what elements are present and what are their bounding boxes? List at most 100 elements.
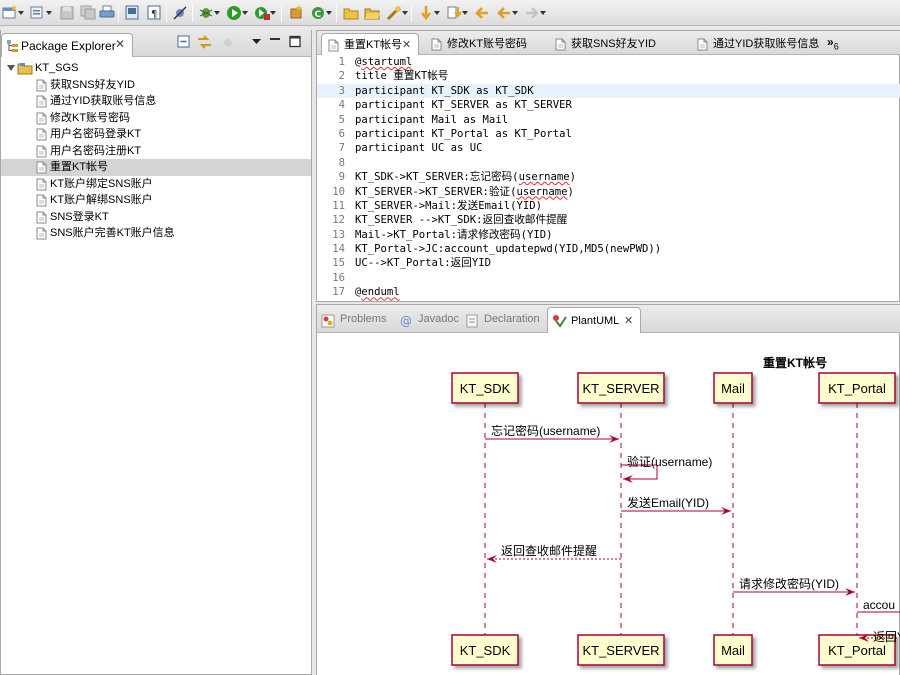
code-line[interactable]: 16 xyxy=(317,271,900,285)
run-icon[interactable] xyxy=(226,4,248,21)
line-number: 15 xyxy=(332,257,345,270)
forward-icon[interactable] xyxy=(524,4,546,21)
file-icon xyxy=(36,95,47,114)
file-icon xyxy=(36,211,47,230)
code-line[interactable]: 17@enduml xyxy=(317,285,900,299)
debug-icon[interactable] xyxy=(198,4,220,21)
more-tabs-button[interactable]: »6 xyxy=(827,35,839,51)
code-line[interactable]: 1@startuml xyxy=(317,55,900,69)
message: 返回Y xyxy=(859,630,900,644)
new-wizard-icon[interactable] xyxy=(30,4,52,21)
terminal-icon[interactable] xyxy=(124,4,140,21)
editor-tabbar: 通过YID获取账号信息获取SNS好友YID 修改KT账号密码重置KT帐号✕ »6 xyxy=(317,31,900,55)
file-label: 获取SNS好友YID xyxy=(50,78,135,91)
bottom-tab-plantuml[interactable]: PlantUML✕ xyxy=(547,307,641,333)
file-icon xyxy=(328,38,339,60)
tree-file-row[interactable]: 重置KT帐号 xyxy=(1,159,311,176)
project-label: KT_SGS xyxy=(35,62,79,74)
message-label: accou xyxy=(863,598,895,612)
self-message-line xyxy=(621,464,658,480)
save-icon[interactable] xyxy=(59,4,75,21)
collapse-all-icon[interactable] xyxy=(177,35,190,52)
external-tools-icon[interactable] xyxy=(254,4,276,21)
close-icon[interactable]: ✕ xyxy=(624,315,634,327)
new-icon[interactable] xyxy=(2,4,24,21)
close-icon[interactable]: ✕ xyxy=(115,37,126,51)
focus-icon[interactable] xyxy=(223,35,237,52)
prev-annotation-icon[interactable] xyxy=(446,4,468,21)
svg-text:¶: ¶ xyxy=(151,9,157,20)
back-icon[interactable] xyxy=(496,4,518,21)
code-line[interactable]: 8 xyxy=(317,156,900,170)
last-edit-icon[interactable] xyxy=(474,4,490,21)
line-number: 9 xyxy=(338,171,345,184)
line-number: 13 xyxy=(332,228,345,241)
code-text: KT_SERVER->KT_SERVER:验证(username) xyxy=(355,185,574,198)
link-with-editor-icon[interactable] xyxy=(197,35,212,52)
maximize-icon[interactable] xyxy=(289,35,301,52)
tree-file-row[interactable]: 获取SNS好友YID xyxy=(1,77,311,94)
expand-arrow-icon[interactable] xyxy=(7,65,15,71)
editor-tab[interactable]: 重置KT帐号✕ xyxy=(321,33,419,55)
new-package-icon[interactable] xyxy=(288,4,304,21)
tree-file-row[interactable]: KT账户解绑SNS账户 xyxy=(1,192,311,209)
bottom-tab-label: Declaration xyxy=(484,313,540,325)
code-text: @startuml xyxy=(355,56,413,68)
editor-tab[interactable]: 获取SNS好友YID xyxy=(549,33,683,55)
more-tabs-count: 6 xyxy=(833,41,839,52)
message-label: 请求修改密码(YID) xyxy=(739,576,839,591)
tab-package-explorer[interactable]: Package Explorer ✕ xyxy=(1,33,133,57)
participant-rect xyxy=(818,634,896,666)
line-number: 4 xyxy=(338,99,345,112)
arrowhead xyxy=(487,555,497,563)
participant-box: Mail xyxy=(713,372,753,404)
editor-tab[interactable]: 通过YID获取账号信息 xyxy=(691,33,819,55)
main-toolbar: ¶ C xyxy=(0,0,900,26)
tree-project-row[interactable]: KT_SGS xyxy=(1,60,311,77)
participant-label: KT_Portal xyxy=(828,381,886,396)
skip-breakpoints-icon[interactable] xyxy=(172,4,188,21)
save-all-icon[interactable] xyxy=(80,4,96,21)
minimize-icon[interactable] xyxy=(269,35,281,52)
line-number: 6 xyxy=(338,127,345,140)
print-icon[interactable] xyxy=(99,4,115,21)
tree-file-row[interactable]: SNS账户完善KT账户信息 xyxy=(1,225,311,242)
tree-file-row[interactable]: KT账户绑定SNS账户 xyxy=(1,176,311,193)
tree-file-row[interactable]: SNS登录KT xyxy=(1,209,311,226)
tree-file-row[interactable]: 通过YID获取账号信息 xyxy=(1,93,311,110)
open-type-icon[interactable] xyxy=(343,4,359,21)
show-whitespace-icon[interactable]: ¶ xyxy=(146,4,162,21)
view-menu-icon[interactable] xyxy=(251,35,262,52)
message-label: 验证(username) xyxy=(627,454,712,469)
editor-tab[interactable]: 修改KT账号密码 xyxy=(425,33,543,55)
tree-file-row[interactable]: 用户名密码注册KT xyxy=(1,143,311,160)
search-icon[interactable] xyxy=(386,4,408,21)
participant-box: KT_SDK xyxy=(451,634,519,666)
message-label: 返回查收邮件提醒 xyxy=(501,543,597,558)
line-number: 16 xyxy=(332,271,345,284)
code-text: title 重置KT帐号 xyxy=(355,70,449,83)
tree-file-row[interactable]: 修改KT账号密码 xyxy=(1,110,311,127)
line-number: 7 xyxy=(338,142,345,155)
tree-file-row[interactable]: 用户名密码登录KT xyxy=(1,126,311,143)
open-folder-icon[interactable] xyxy=(364,4,380,21)
new-class-icon[interactable]: C xyxy=(310,4,332,21)
next-annotation-icon[interactable] xyxy=(418,4,440,21)
file-icon xyxy=(36,194,47,213)
close-icon[interactable]: ✕ xyxy=(402,39,412,51)
